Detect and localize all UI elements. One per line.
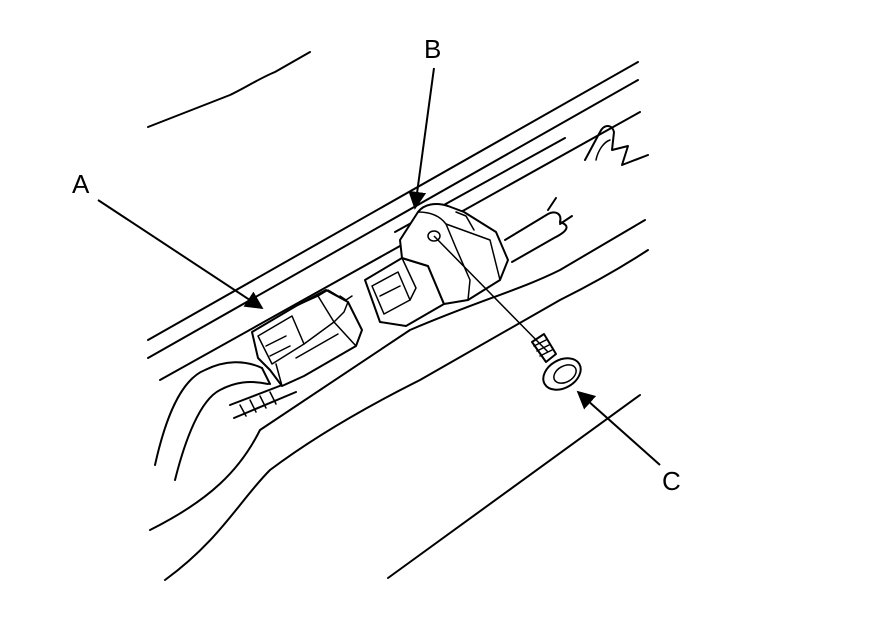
callout-leaders <box>97 67 661 466</box>
wire-harness <box>154 197 573 481</box>
body-panel-outline <box>147 51 649 581</box>
rail-bracket <box>584 125 649 166</box>
sensor-b <box>364 203 509 327</box>
callout-label-c: C <box>662 466 681 496</box>
callout-label-a: A <box>72 169 90 199</box>
leader-b <box>408 67 435 210</box>
leader-a <box>97 199 264 309</box>
callout-label-b: B <box>424 34 441 64</box>
leader-b-to-bolt <box>433 235 549 353</box>
connector-a <box>251 289 363 387</box>
leader-c <box>576 390 661 466</box>
